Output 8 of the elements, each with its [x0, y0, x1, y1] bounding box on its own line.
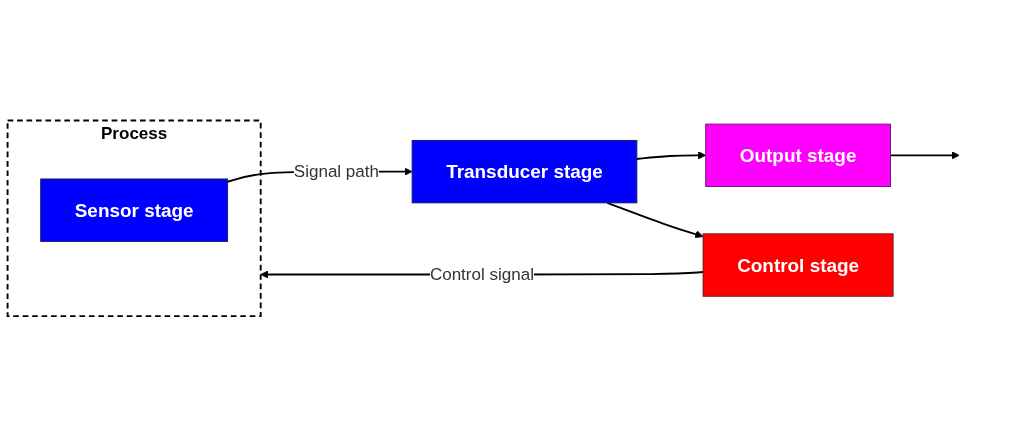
edge-label: Signal path	[293, 161, 380, 181]
arrow	[889, 151, 960, 160]
node-box: Transducer stage	[411, 140, 638, 204]
node-box: Control stage	[702, 233, 894, 297]
node-box: Output stage	[705, 123, 891, 188]
node-box: Sensor stage	[40, 178, 229, 243]
arrow	[635, 151, 707, 161]
edge-label: Control signal	[429, 264, 534, 284]
